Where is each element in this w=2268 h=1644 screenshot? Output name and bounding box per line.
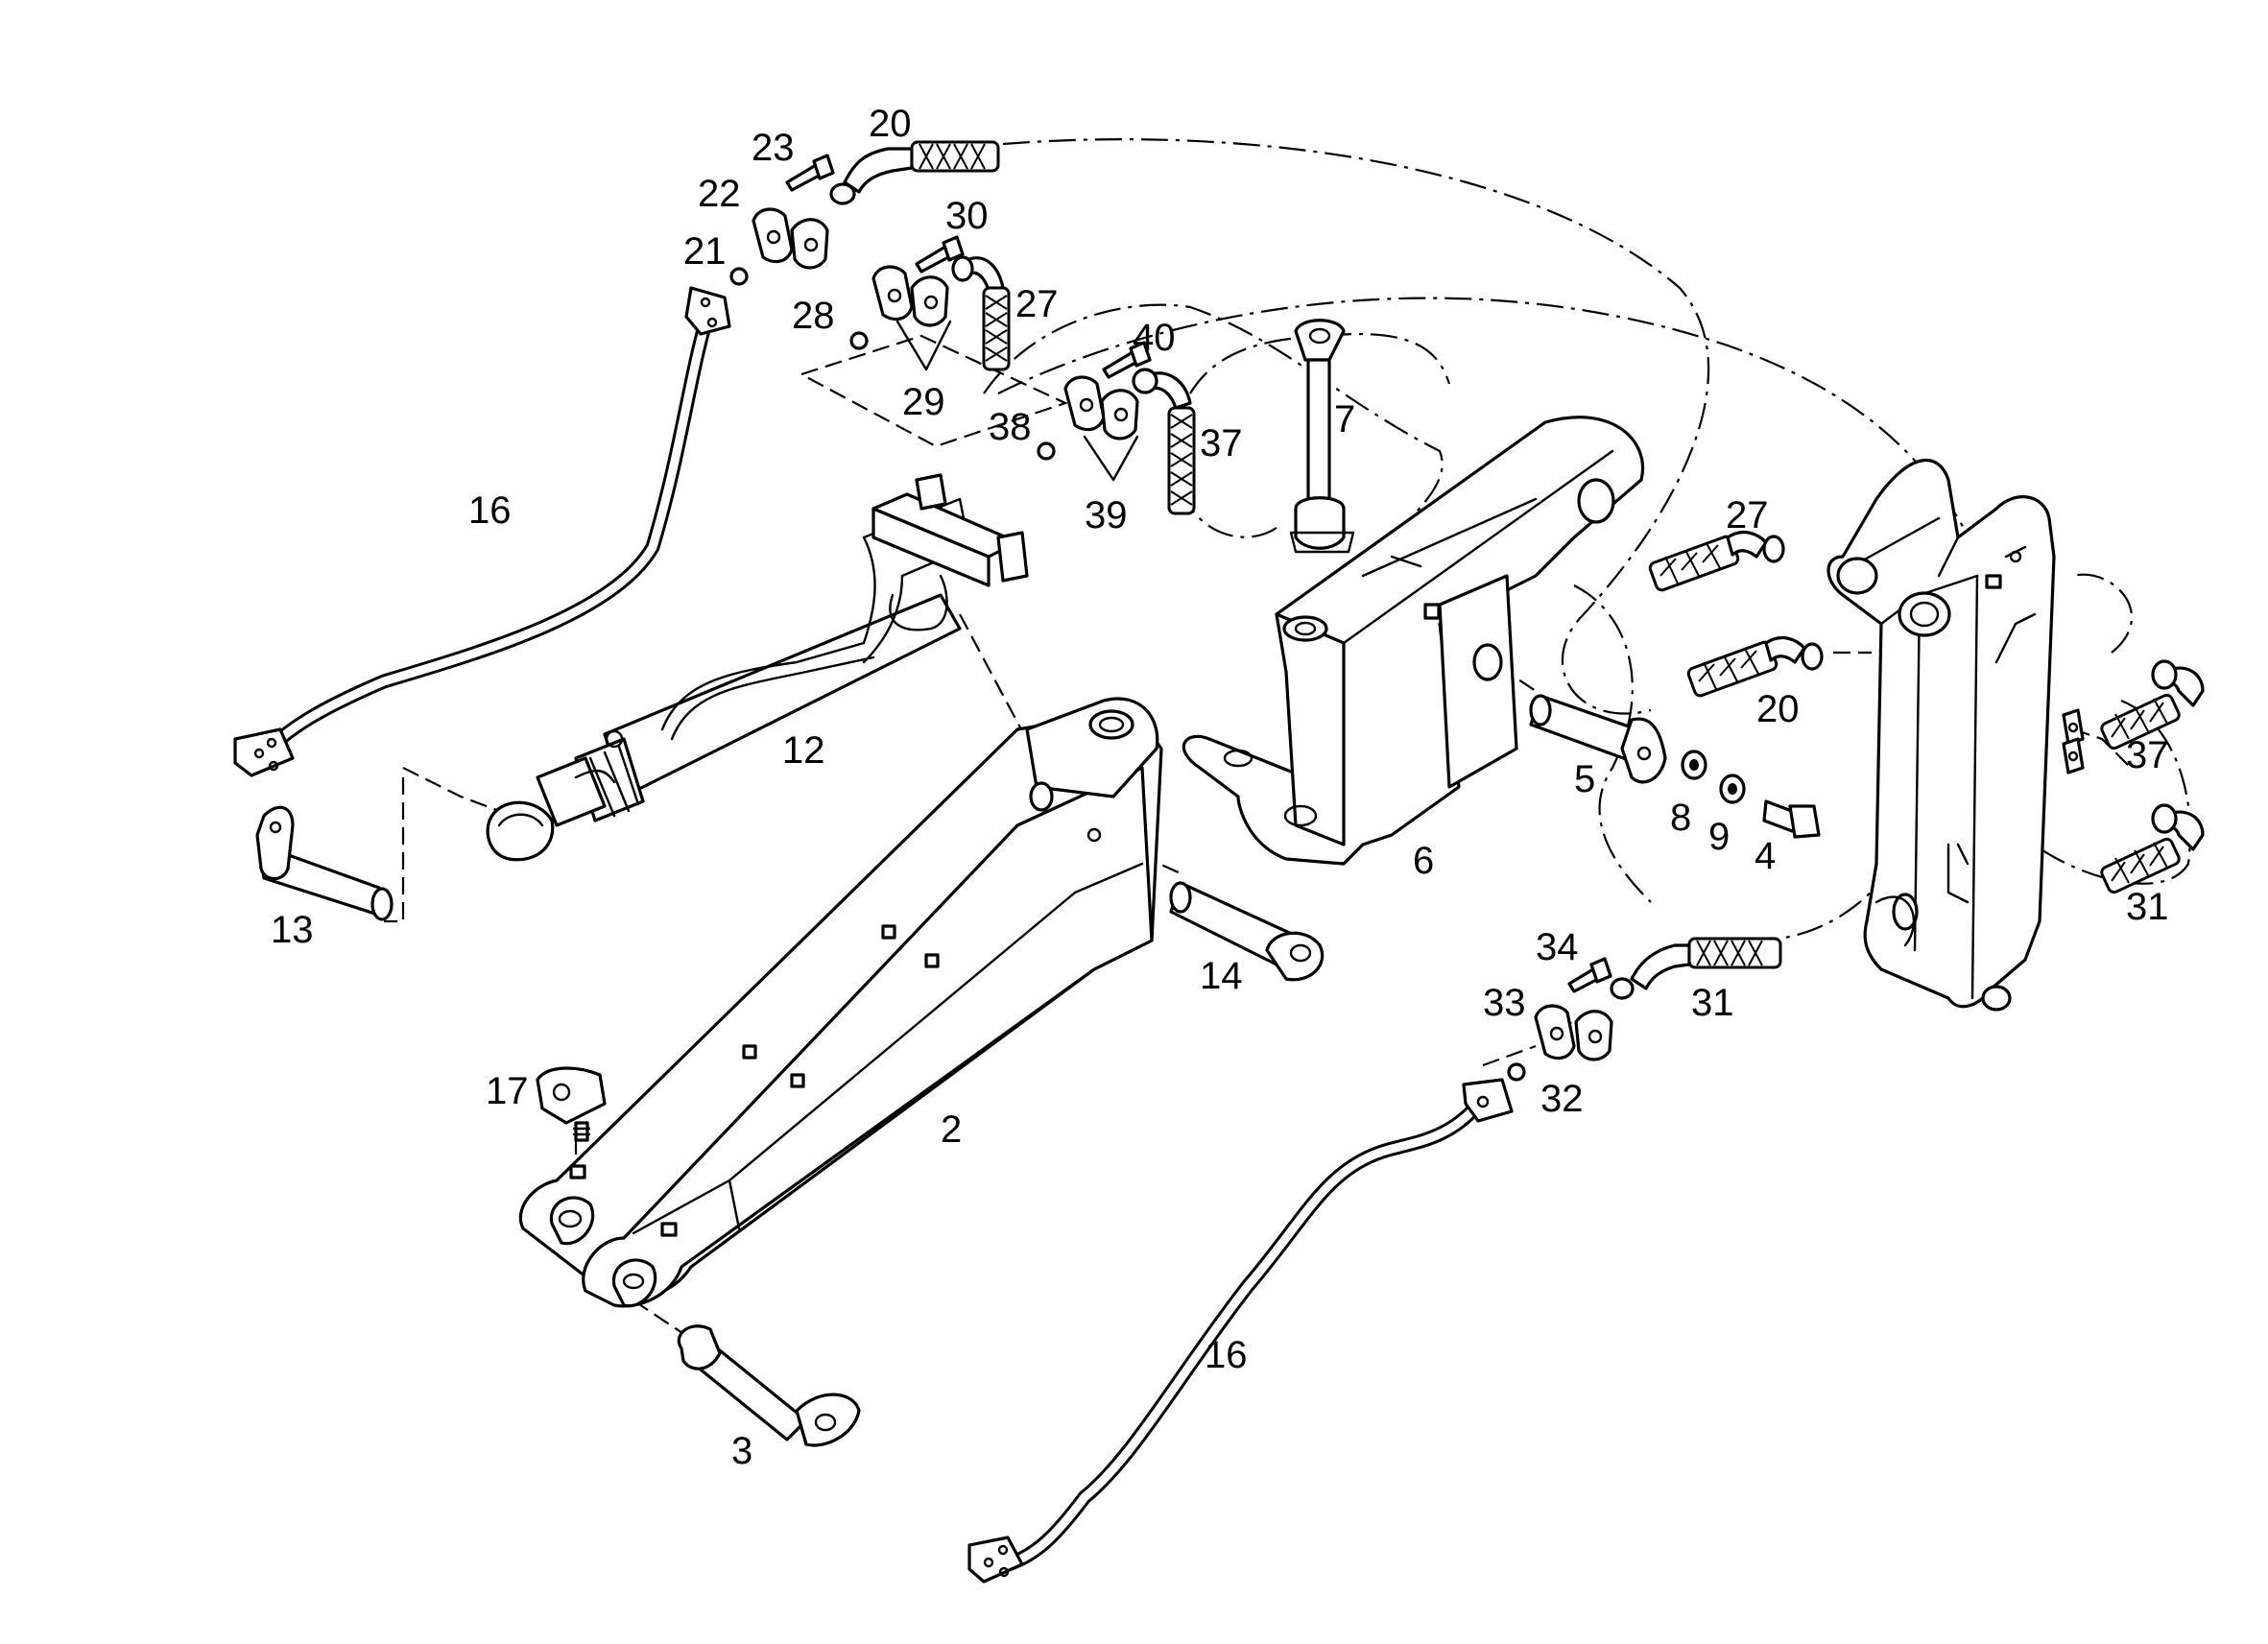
callout-labels: 20 23 22 21 30 27 28 29 40 7 38 37 39 16… bbox=[271, 103, 2169, 1472]
hose-20-right bbox=[1686, 635, 1824, 698]
callout-39: 39 bbox=[1085, 494, 1128, 536]
callout-27-top: 27 bbox=[1015, 283, 1059, 325]
pin-5 bbox=[1529, 694, 1667, 784]
callout-28: 28 bbox=[792, 295, 835, 337]
flange-21-22-23 bbox=[729, 154, 835, 286]
swing-bracket-6 bbox=[1182, 416, 1644, 866]
flange-right-37-31 bbox=[2062, 708, 2085, 774]
callout-20-top: 20 bbox=[869, 103, 912, 145]
flange-38-39-40 bbox=[1037, 341, 1152, 482]
flange-32-33-34 bbox=[1507, 957, 1613, 1082]
callout-34: 34 bbox=[1536, 926, 1579, 968]
callout-3: 3 bbox=[731, 1430, 752, 1472]
tube-16-left bbox=[233, 286, 731, 777]
boom-arm-2 bbox=[518, 697, 1163, 1308]
callout-33: 33 bbox=[1483, 982, 1526, 1024]
pin-3 bbox=[677, 1324, 861, 1447]
pin-13 bbox=[255, 805, 394, 921]
callout-27-right: 27 bbox=[1726, 494, 1769, 536]
hose-27-right bbox=[1648, 530, 1785, 592]
tube-16-lower bbox=[967, 1078, 1514, 1584]
pin-7 bbox=[1289, 319, 1355, 554]
callout-22: 22 bbox=[698, 173, 741, 215]
callout-20-right: 20 bbox=[1756, 688, 1800, 730]
callout-5: 5 bbox=[1574, 758, 1595, 800]
callout-21: 21 bbox=[683, 230, 727, 273]
cylinder-12 bbox=[486, 473, 1029, 862]
hose-37-right bbox=[2100, 659, 2205, 751]
callout-17: 17 bbox=[486, 1070, 529, 1112]
callout-31-lower: 31 bbox=[1691, 982, 1734, 1024]
callout-6: 6 bbox=[1413, 840, 1434, 882]
flange-28-29-30 bbox=[849, 235, 965, 371]
callout-37-right: 37 bbox=[2126, 734, 2169, 776]
callout-40: 40 bbox=[1133, 317, 1176, 359]
callout-2: 2 bbox=[941, 1108, 962, 1151]
callout-9: 9 bbox=[1708, 816, 1730, 858]
hose-20-top bbox=[829, 140, 1000, 205]
clamp-17 bbox=[536, 1066, 607, 1142]
hose-31-lower bbox=[1610, 937, 1782, 1000]
callout-7: 7 bbox=[1334, 398, 1355, 441]
callout-37-top: 37 bbox=[1200, 422, 1243, 465]
pin-14 bbox=[1169, 881, 1325, 982]
callout-12: 12 bbox=[782, 729, 825, 772]
callout-30: 30 bbox=[945, 195, 989, 237]
callout-32: 32 bbox=[1540, 1078, 1584, 1120]
mast bbox=[1826, 458, 2056, 1012]
hose-31-right bbox=[2100, 803, 2205, 894]
callout-8: 8 bbox=[1670, 797, 1691, 839]
callout-31-right: 31 bbox=[2126, 886, 2169, 928]
callout-38: 38 bbox=[989, 406, 1032, 448]
callout-4: 4 bbox=[1755, 835, 1776, 877]
callout-14: 14 bbox=[1200, 955, 1243, 997]
callout-16-left: 16 bbox=[468, 489, 512, 532]
callout-16-lower: 16 bbox=[1205, 1334, 1248, 1376]
hose-27-top bbox=[951, 255, 1011, 371]
callout-23: 23 bbox=[752, 127, 795, 169]
hose-37-top bbox=[1132, 368, 1196, 515]
washers-bolt bbox=[1681, 750, 1821, 839]
callout-13: 13 bbox=[271, 909, 314, 951]
callout-29: 29 bbox=[902, 381, 945, 423]
